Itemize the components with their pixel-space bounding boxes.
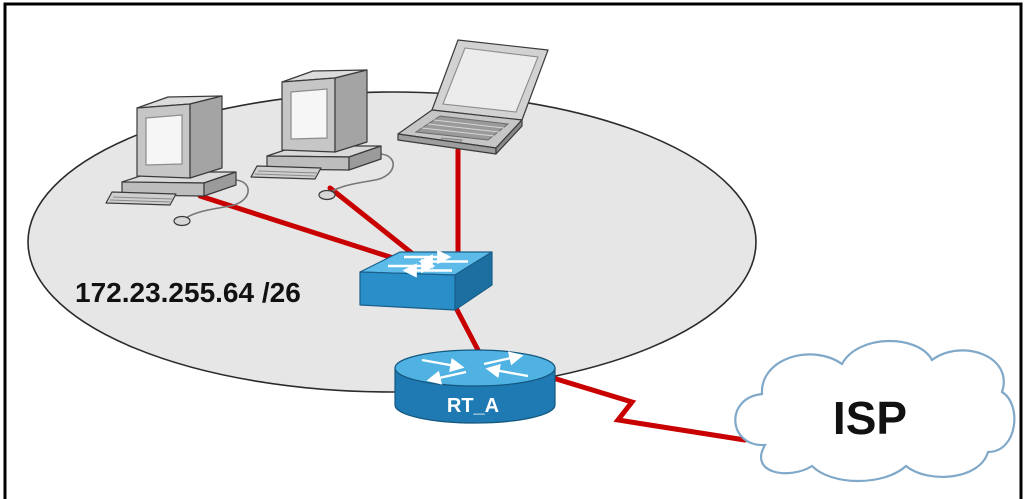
switch xyxy=(359,249,493,311)
isp-cloud: ISP xyxy=(734,339,1016,482)
router-icon xyxy=(394,349,556,424)
router-arrow-icon xyxy=(485,363,529,378)
cloud-label: ISP xyxy=(833,392,907,444)
link-pc2-switch xyxy=(327,185,421,261)
link-pc1-switch xyxy=(197,193,421,269)
diagram-frame xyxy=(3,2,1023,499)
subnet-label: 172.23.255.64 /26 xyxy=(75,277,301,308)
link-router-isp-serial xyxy=(550,375,748,443)
router-label: RT_A xyxy=(447,395,499,417)
switch-icon xyxy=(359,249,493,311)
router-arrow-icon xyxy=(483,351,524,366)
laptop-icon xyxy=(397,39,549,155)
link-switch-router xyxy=(452,303,482,355)
router-arrow-icon xyxy=(421,358,465,373)
cloud-icon xyxy=(734,339,1016,482)
router-rt-a: RT_A xyxy=(394,349,556,424)
laptop xyxy=(397,39,549,155)
links xyxy=(197,147,748,443)
router-arrow-icon xyxy=(426,370,467,385)
